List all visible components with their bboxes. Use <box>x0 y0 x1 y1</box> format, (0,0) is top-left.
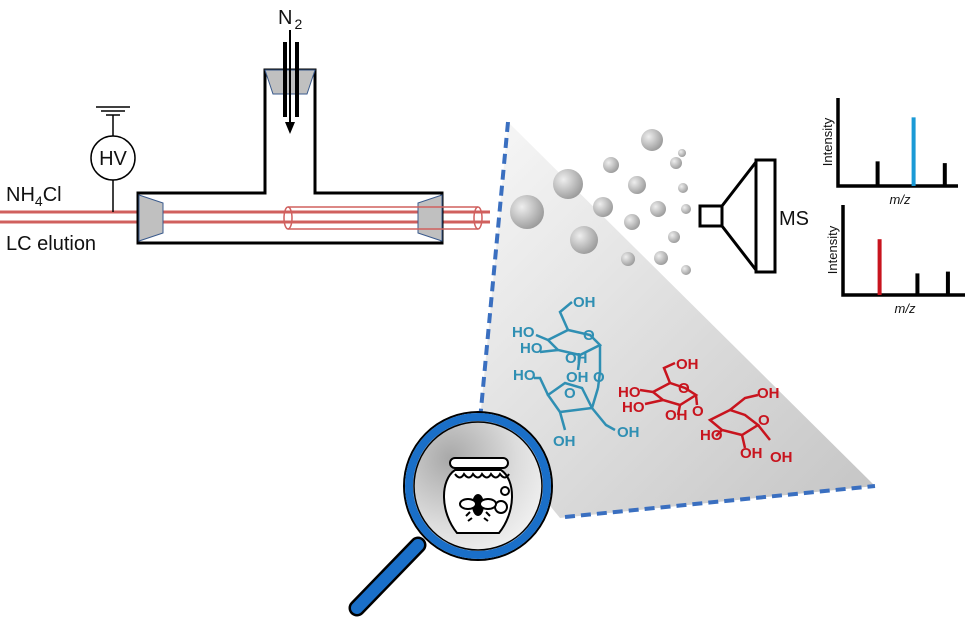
y-axis-label: Intensity <box>825 225 840 274</box>
t-piece-sprayer <box>136 30 483 245</box>
svg-text:OH: OH <box>665 407 688 424</box>
svg-text:O: O <box>692 403 704 420</box>
spectrum-axes <box>836 98 958 188</box>
droplet <box>593 197 613 217</box>
svg-text:O: O <box>564 385 576 402</box>
svg-text:HO: HO <box>700 427 723 444</box>
gas-tube-wall <box>283 42 287 117</box>
svg-text:OH: OH <box>740 445 763 462</box>
droplet <box>624 214 640 230</box>
cone-edge-left <box>478 121 510 421</box>
y-axis-label: Intensity <box>820 117 835 166</box>
spectrum-axes <box>841 205 965 297</box>
droplet <box>510 195 544 229</box>
droplet <box>603 157 619 173</box>
x-axis-label: m/z <box>890 192 911 207</box>
droplet <box>678 183 688 193</box>
droplet <box>681 204 691 214</box>
x-axis-label: m/z <box>895 301 916 316</box>
svg-text:OH: OH <box>566 369 589 386</box>
droplets <box>510 129 691 275</box>
svg-text:O: O <box>583 327 595 344</box>
peak <box>945 271 950 295</box>
svg-text:OH: OH <box>617 424 640 441</box>
droplet <box>553 169 583 199</box>
droplet <box>668 231 680 243</box>
droplet <box>650 201 666 217</box>
capillary <box>0 210 490 224</box>
droplet <box>641 129 663 151</box>
droplet <box>628 176 646 194</box>
ferrule-left <box>138 194 164 242</box>
hv-supply <box>90 106 136 212</box>
cone-edge-bottom <box>564 484 876 519</box>
svg-text:HO: HO <box>622 399 645 416</box>
droplet <box>681 265 691 275</box>
svg-text:OH: OH <box>676 356 699 373</box>
mass-spectrum-1: Intensity m/z <box>820 98 958 207</box>
bee-icon <box>459 494 497 522</box>
honey-jar-icon <box>443 457 513 534</box>
svg-text:O: O <box>758 412 770 429</box>
highlighted-peak <box>911 117 916 186</box>
ms-inlet <box>698 158 777 274</box>
spray-cone <box>478 121 876 519</box>
droplet <box>654 251 668 265</box>
sugar-red-structure: OH HO HO O OH O OH HO O OH OH <box>618 356 793 466</box>
mass-spectrum-2: Intensity m/z <box>825 205 965 316</box>
sugar-blue-structure: OH HO HO O OH O HO OH O OH OH <box>512 294 640 450</box>
nh4cl-label: NH4Cl <box>6 184 62 209</box>
peak <box>875 161 880 186</box>
svg-text:O: O <box>678 380 690 397</box>
svg-text:OH: OH <box>757 385 780 402</box>
svg-text:HO: HO <box>513 367 536 384</box>
svg-text:HO: HO <box>512 324 535 341</box>
svg-text:OH: OH <box>553 433 576 450</box>
peak <box>942 163 947 186</box>
peak <box>915 273 920 295</box>
svg-text:OH: OH <box>573 294 596 311</box>
sheath-tube <box>283 206 483 230</box>
svg-text:OH: OH <box>770 449 793 466</box>
svg-text:HO: HO <box>520 340 543 357</box>
gas-tube-wall <box>295 42 299 117</box>
highlighted-peak <box>877 239 882 295</box>
lc-elution-label: LC elution <box>6 233 96 255</box>
droplet <box>670 157 682 169</box>
svg-text:O: O <box>593 369 605 386</box>
hv-label: HV <box>99 148 127 170</box>
arrow-head-icon <box>285 122 295 134</box>
svg-text:OH: OH <box>565 350 588 367</box>
ferrule-right <box>417 194 443 242</box>
droplet <box>621 252 635 266</box>
droplet <box>570 226 598 254</box>
ms-label: MS <box>779 208 809 230</box>
droplet <box>678 149 686 157</box>
svg-text:HO: HO <box>618 384 641 401</box>
